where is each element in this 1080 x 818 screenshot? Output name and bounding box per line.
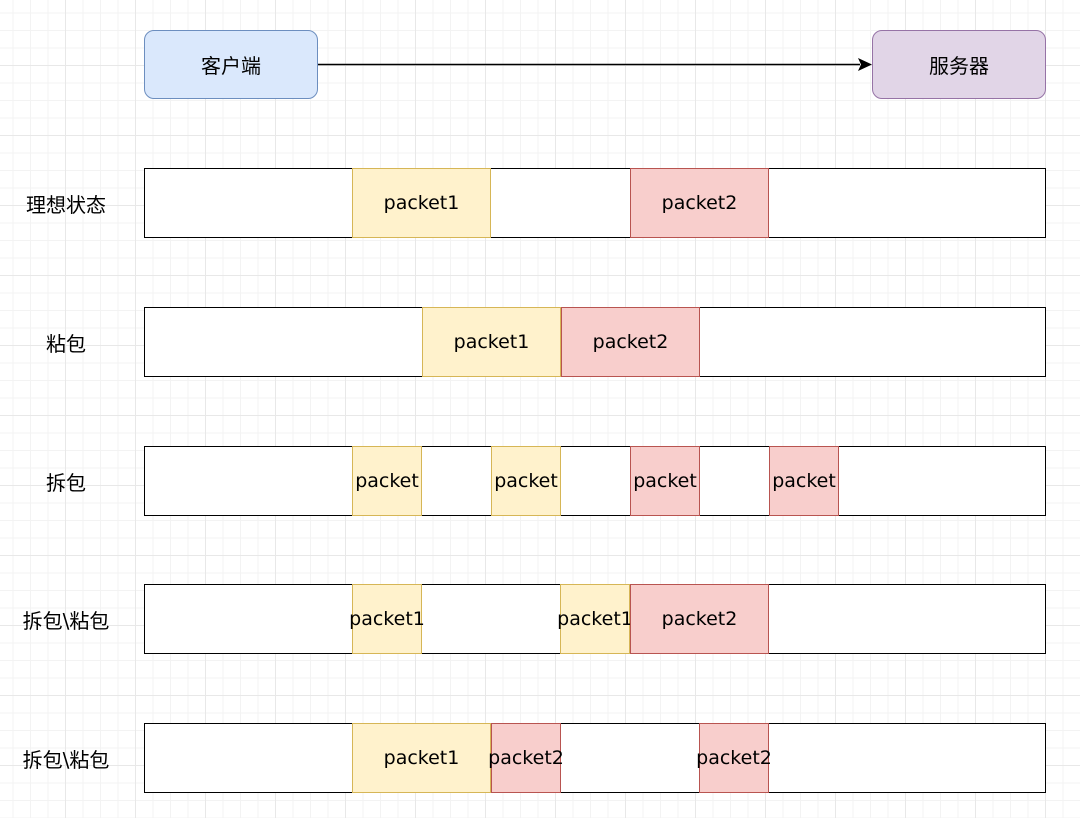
packet2-segment: packet2: [630, 167, 769, 238]
packet1-segment: packet1: [557, 583, 633, 654]
row-label: 理想状态: [26, 192, 106, 217]
packet2-segment: packet2: [696, 722, 772, 793]
packet1-segment: packet1: [349, 583, 425, 654]
server-label: 服务器: [929, 54, 989, 78]
row-label: 拆包: [46, 470, 86, 495]
packet1-segment: packet: [352, 445, 422, 516]
packet2-segment: packet2: [561, 306, 700, 377]
row-label: 粘包: [46, 331, 86, 356]
packet1-segment: packet1: [352, 722, 491, 793]
row-label: 拆包\粘包: [22, 608, 110, 633]
arrow-head: [858, 58, 872, 71]
client-node: 客户端: [144, 30, 318, 99]
packet2-segment: packet: [769, 445, 839, 516]
server-node: 服务器: [872, 30, 1046, 99]
packet1-segment: packet1: [422, 306, 561, 377]
packet2-segment: packet2: [630, 583, 769, 654]
packet1-segment: packet1: [352, 167, 491, 238]
client-label: 客户端: [201, 54, 261, 78]
packet2-segment: packet: [630, 445, 700, 516]
packet1-segment: packet: [491, 445, 561, 516]
packet-stream-bar: packet1 packet2: [144, 167, 1046, 238]
packet-stream-bar: packet packet packet packet: [144, 445, 1046, 516]
row-label: 拆包\粘包: [22, 747, 110, 772]
packet2-segment: packet2: [488, 722, 564, 793]
